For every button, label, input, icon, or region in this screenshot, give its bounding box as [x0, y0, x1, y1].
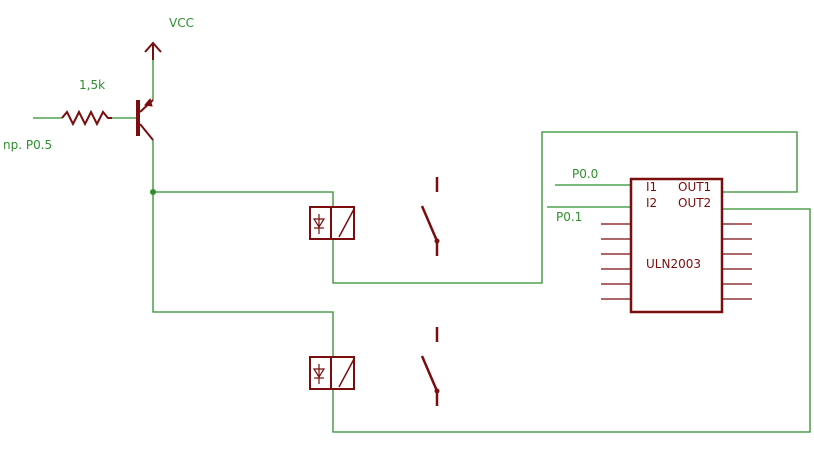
p01-label: P0.1: [556, 210, 582, 224]
collector-wire: [152, 140, 334, 357]
vcc-label: VCC: [169, 16, 194, 30]
pin-i2-label: I2: [646, 196, 657, 210]
input-label: np. P0.5: [3, 138, 52, 152]
relay-contact-2: [420, 327, 440, 406]
relay2-out2-wire: [332, 208, 811, 433]
vcc-symbol: [144, 41, 162, 60]
ic-name-label: ULN2003: [646, 257, 701, 271]
components: [61, 41, 752, 406]
junction-dot: [150, 189, 156, 195]
relay-contact-1: [420, 177, 440, 256]
pin-i1-label: I1: [646, 180, 657, 194]
pin-out1-label: OUT1: [678, 180, 711, 194]
uln2003-body: [629, 177, 724, 314]
resistor: [61, 109, 112, 127]
wires: [33, 50, 811, 433]
resistor-value-label: 1,5k: [79, 78, 105, 92]
ic-pins: [601, 223, 752, 300]
relay1-supply-wire: [153, 191, 334, 207]
relay-coil-2: [309, 356, 355, 390]
p00-label: P0.0: [572, 167, 598, 181]
transistor: [136, 97, 154, 141]
pin-out2-label: OUT2: [678, 196, 711, 210]
relay-coil-1: [309, 206, 355, 240]
relay1-out1-wire: [332, 131, 798, 284]
